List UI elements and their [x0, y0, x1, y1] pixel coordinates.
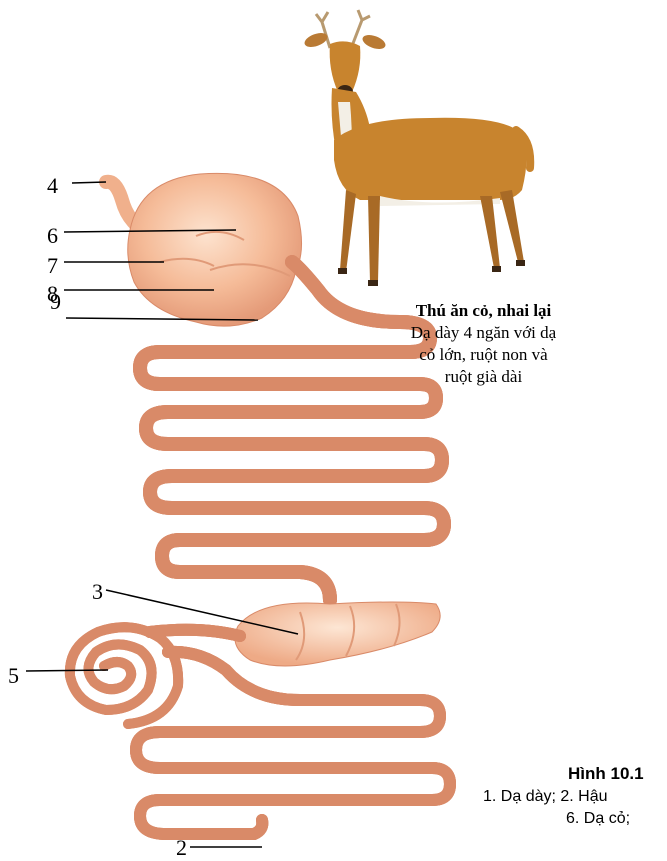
- caption-line-1: Dạ dày 4 ngăn với dạ: [300, 322, 667, 344]
- figure-title: Hình 10.1: [568, 764, 644, 784]
- deer-illustration: [303, 10, 531, 286]
- caption-line-2: cỏ lớn, ruột non và: [300, 344, 667, 366]
- label-2: 2: [176, 837, 187, 859]
- figure-legend-line-2: 6. Dạ cỏ;: [566, 810, 630, 828]
- label-9: 9: [50, 291, 61, 313]
- caption-title: Thú ăn cỏ, nhai lại: [300, 300, 667, 322]
- label-3: 3: [92, 581, 103, 603]
- label-7: 7: [47, 255, 58, 277]
- label-5: 5: [8, 665, 19, 687]
- label-4: 4: [47, 175, 58, 197]
- caption-line-3: ruột già dài: [300, 366, 667, 388]
- figure-legend-line-1: 1. Dạ dày; 2. Hậu: [483, 788, 608, 806]
- ruminant-caption: Thú ăn cỏ, nhai lại Dạ dày 4 ngăn với dạ…: [300, 300, 667, 388]
- cecum: [235, 602, 440, 666]
- label-6: 6: [47, 225, 58, 247]
- stomach: [106, 173, 302, 326]
